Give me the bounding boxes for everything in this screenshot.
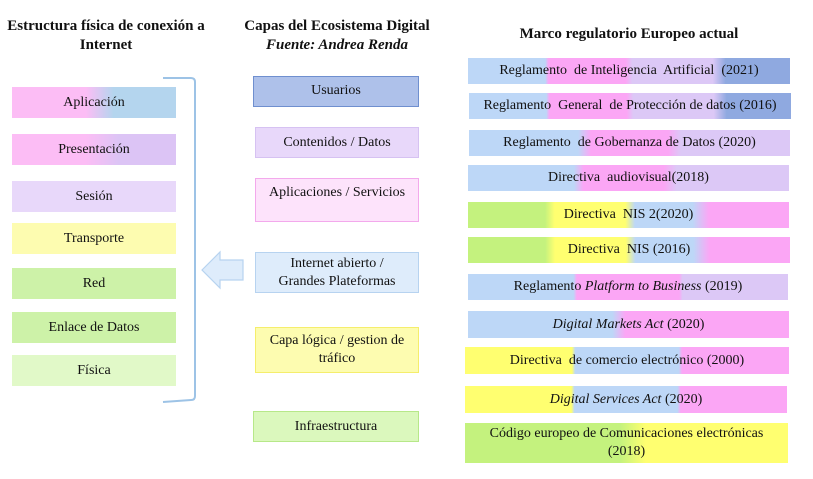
left-column-title: Estructura física de conexión a Internet — [7, 18, 205, 53]
regulation-label: Digital Markets Act (2020) — [553, 316, 705, 334]
layer-aplicaciones-servicios: Aplicaciones / Servicios — [255, 178, 419, 222]
regulation-text-pre: Directiva audiovisual(2018) — [548, 170, 709, 185]
regulation-text-italic: Digital Services Act — [549, 391, 662, 407]
regulation-text-pre: Código europeo de Comunicaciones electró… — [489, 426, 767, 459]
regulation-label: Reglamento General de Protección de dato… — [483, 97, 776, 115]
regulation-text-italic: Platform to Business — [584, 279, 702, 294]
regulation-item: Directiva de comercio electrónico (2000) — [465, 347, 789, 374]
layer-presentacion: Presentación — [12, 134, 176, 165]
layer-capa-logica: Capa lógica / gestion de tráfico — [255, 327, 419, 373]
layer-infraestructura: Infraestructura — [253, 411, 419, 442]
regulation-label: Directiva NIS 2(2020) — [564, 206, 693, 224]
middle-column-title: Capas del Ecosistema Digital Fuente: And… — [226, 17, 448, 55]
regulation-text-pre: Directiva NIS 2(2020) — [563, 207, 694, 222]
regulation-label: Digital Services Act (2020) — [550, 391, 703, 409]
middle-title-source: Fuente: Andrea Renda — [266, 37, 408, 53]
bracket — [162, 77, 196, 403]
regulation-item: Código europeo de Comunicaciones electró… — [465, 423, 788, 463]
regulation-label: Directiva de comercio electrónico (2000) — [510, 352, 744, 370]
regulation-label: Directiva NIS (2016) — [568, 241, 690, 259]
regulation-text-post: (2019) — [701, 279, 743, 294]
layer-fisica: Física — [12, 355, 176, 386]
regulation-label: Directiva audiovisual(2018) — [548, 169, 709, 187]
middle-title-text: Capas del Ecosistema Digital — [244, 18, 430, 34]
regulation-text-pre: Reglamento de Gobernanza de Datos (2020) — [503, 135, 756, 150]
regulation-label: Reglamento de Inteligencia Artificial (2… — [499, 62, 758, 80]
layer-red: Red — [12, 268, 176, 299]
regulation-item: Directiva audiovisual(2018) — [468, 165, 789, 191]
layer-aplicacion: Aplicación — [12, 87, 176, 118]
layer-transporte: Transporte — [12, 223, 176, 254]
layer-sesion: Sesión — [12, 181, 176, 212]
layer-usuarios: Usuarios — [253, 76, 419, 107]
regulation-item: Directiva NIS (2016) — [468, 237, 790, 263]
regulation-text-pre: Reglamento — [513, 279, 585, 294]
regulation-label: Código europeo de Comunicaciones electró… — [479, 425, 774, 461]
right-column-title: Marco regulatorio Europeo actual — [519, 26, 739, 42]
regulation-item: Directiva NIS 2(2020) — [468, 202, 789, 228]
regulation-item: Reglamento de Gobernanza de Datos (2020) — [469, 130, 790, 156]
regulation-text-pre: Reglamento de Inteligencia Artificial (2… — [499, 63, 759, 78]
regulation-item: Digital Markets Act (2020) — [468, 311, 789, 338]
regulation-text-pre: Directiva de comercio electrónico (2000) — [509, 352, 745, 368]
regulation-item: Reglamento de Inteligencia Artificial (2… — [468, 58, 790, 84]
regulation-item: Reglamento Platform to Business (2019) — [468, 274, 788, 300]
regulation-text-italic: Digital Markets Act — [552, 316, 664, 332]
regulation-item: Digital Services Act (2020) — [465, 386, 787, 413]
layer-internet-abierto: Internet abierto / Grandes Plateformas — [255, 252, 419, 293]
regulation-item: Reglamento General de Protección de dato… — [469, 93, 791, 119]
regulation-text-post: (2020) — [663, 316, 705, 332]
left-arrow-icon — [201, 250, 244, 290]
regulation-text-pre: Directiva NIS (2016) — [567, 242, 691, 257]
regulation-text-pre: Reglamento General de Protección de dato… — [483, 98, 777, 113]
layer-enlace-datos: Enlace de Datos — [12, 312, 176, 343]
layer-contenidos-datos: Contenidos / Datos — [255, 127, 419, 158]
regulation-label: Reglamento de Gobernanza de Datos (2020) — [503, 134, 756, 152]
regulation-text-post: (2020) — [661, 391, 703, 407]
regulation-label: Reglamento Platform to Business (2019) — [514, 278, 743, 296]
